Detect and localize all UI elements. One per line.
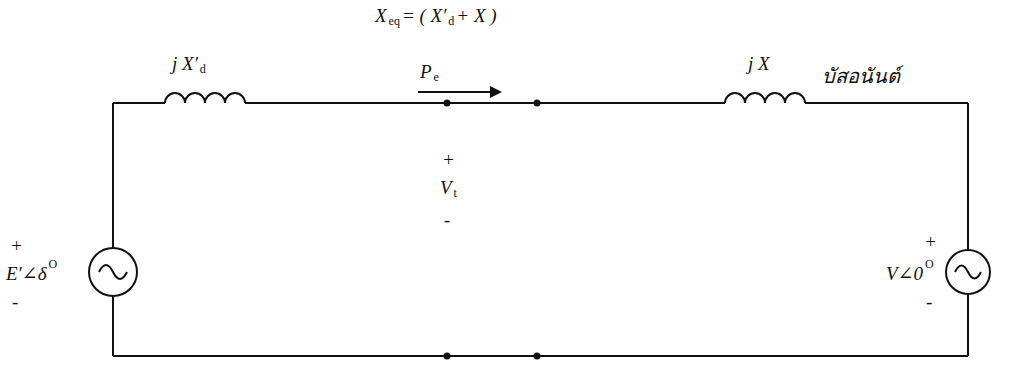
index-label: O (925, 258, 934, 270)
junction-dot (534, 353, 541, 360)
circuit-label: E′∠δ (6, 264, 47, 283)
index-label: e (434, 71, 439, 83)
power-arrow (418, 91, 494, 93)
index-label: d (200, 63, 206, 75)
circuit-label: V∠0 (886, 264, 923, 283)
junction-dot (444, 353, 451, 360)
source-symbol (946, 250, 990, 294)
circuit-label: + (442, 150, 455, 169)
source-symbol (89, 248, 137, 296)
index-label: O (49, 258, 58, 270)
inductor-symbol (165, 93, 245, 103)
right-wire (967, 103, 969, 356)
index-label: d (448, 15, 454, 27)
left-wire (112, 103, 114, 356)
circuit-label: = ( X′ (402, 6, 446, 25)
circuit-label: - (444, 210, 450, 229)
circuit-label: P (420, 62, 432, 81)
circuit-label: - (926, 292, 932, 311)
circuit-label: j X (748, 54, 770, 73)
junction-dot (444, 100, 451, 107)
source-wave (955, 266, 981, 279)
junction-dot (534, 100, 541, 107)
index-label: eq (389, 15, 400, 27)
inductor-symbol (725, 93, 805, 103)
circuit-label: + (924, 232, 937, 251)
arrow-head (490, 86, 502, 98)
circuit-label: j X′ (172, 54, 198, 73)
circuit-label: + X ) (456, 6, 496, 25)
circuit-label: - (12, 292, 18, 311)
circuit-label: V (440, 178, 452, 197)
index-label: t (454, 187, 457, 199)
circuit-label: X (375, 6, 387, 25)
source-wave (99, 265, 127, 279)
circuit-label: บัสอนันต์ (822, 66, 900, 86)
circuit-label: + (10, 236, 23, 255)
